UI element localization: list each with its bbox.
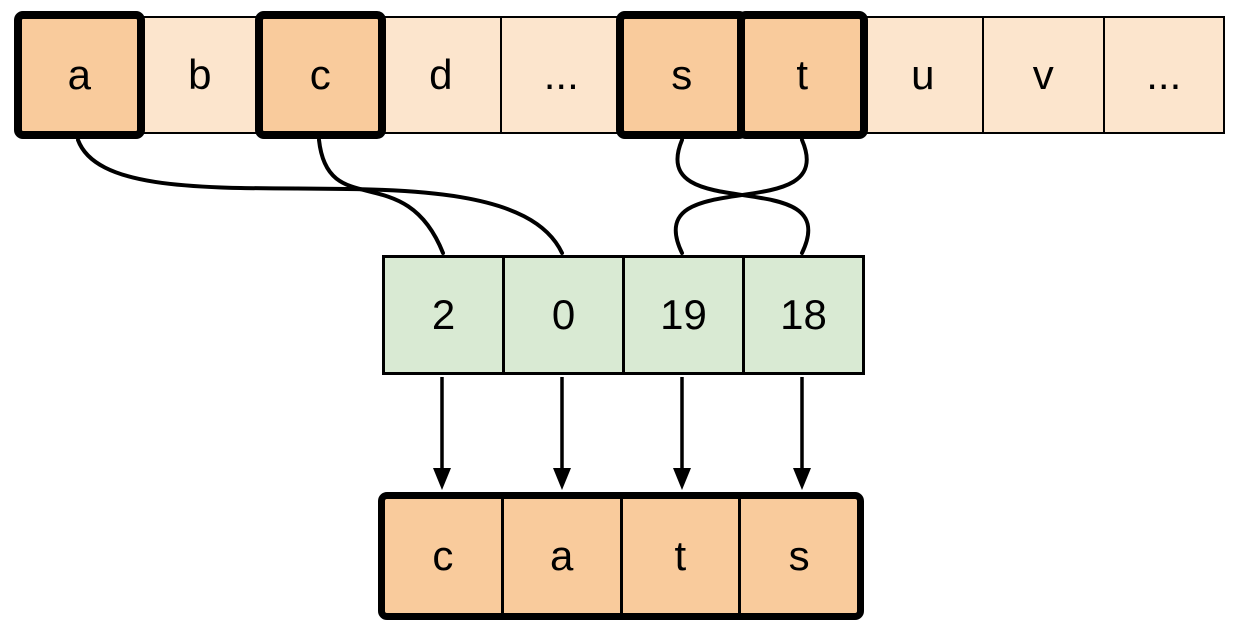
output-cell-s: s [741,499,857,613]
index-cell-19: 19 [622,255,745,375]
arrowhead-icon [553,468,571,490]
curve-c-to-2 [317,138,445,255]
alphabet-cell-a: a [13,11,145,139]
output-cell-t: t [622,499,742,613]
index-row: 2 0 19 18 [382,255,865,375]
index-cell-18: 18 [742,255,865,375]
arrowhead-icon [673,468,691,490]
alphabet-cell-u: u [861,16,984,134]
output-row: c a t s [378,492,864,620]
alphabet-cell-ellipsis: ... [500,16,623,134]
alphabet-cell-v: v [982,16,1105,134]
alphabet-cell-s: s [616,11,748,139]
curve-t-to-19 [673,138,809,255]
alphabet-cell-c: c [254,11,386,139]
alphabet-row: a b c d ... s t u v ... [13,11,1225,139]
curve-a-to-0 [76,138,564,255]
arrowhead-icon [793,468,811,490]
index-cell-2: 2 [382,255,505,375]
output-cell-c: c [385,499,504,613]
alphabet-cell-t: t [736,11,868,139]
output-cell-a: a [503,499,623,613]
alphabet-cell-ellipsis: ... [1102,16,1225,134]
index-cell-0: 0 [502,255,625,375]
arrowhead-icon [433,468,451,490]
